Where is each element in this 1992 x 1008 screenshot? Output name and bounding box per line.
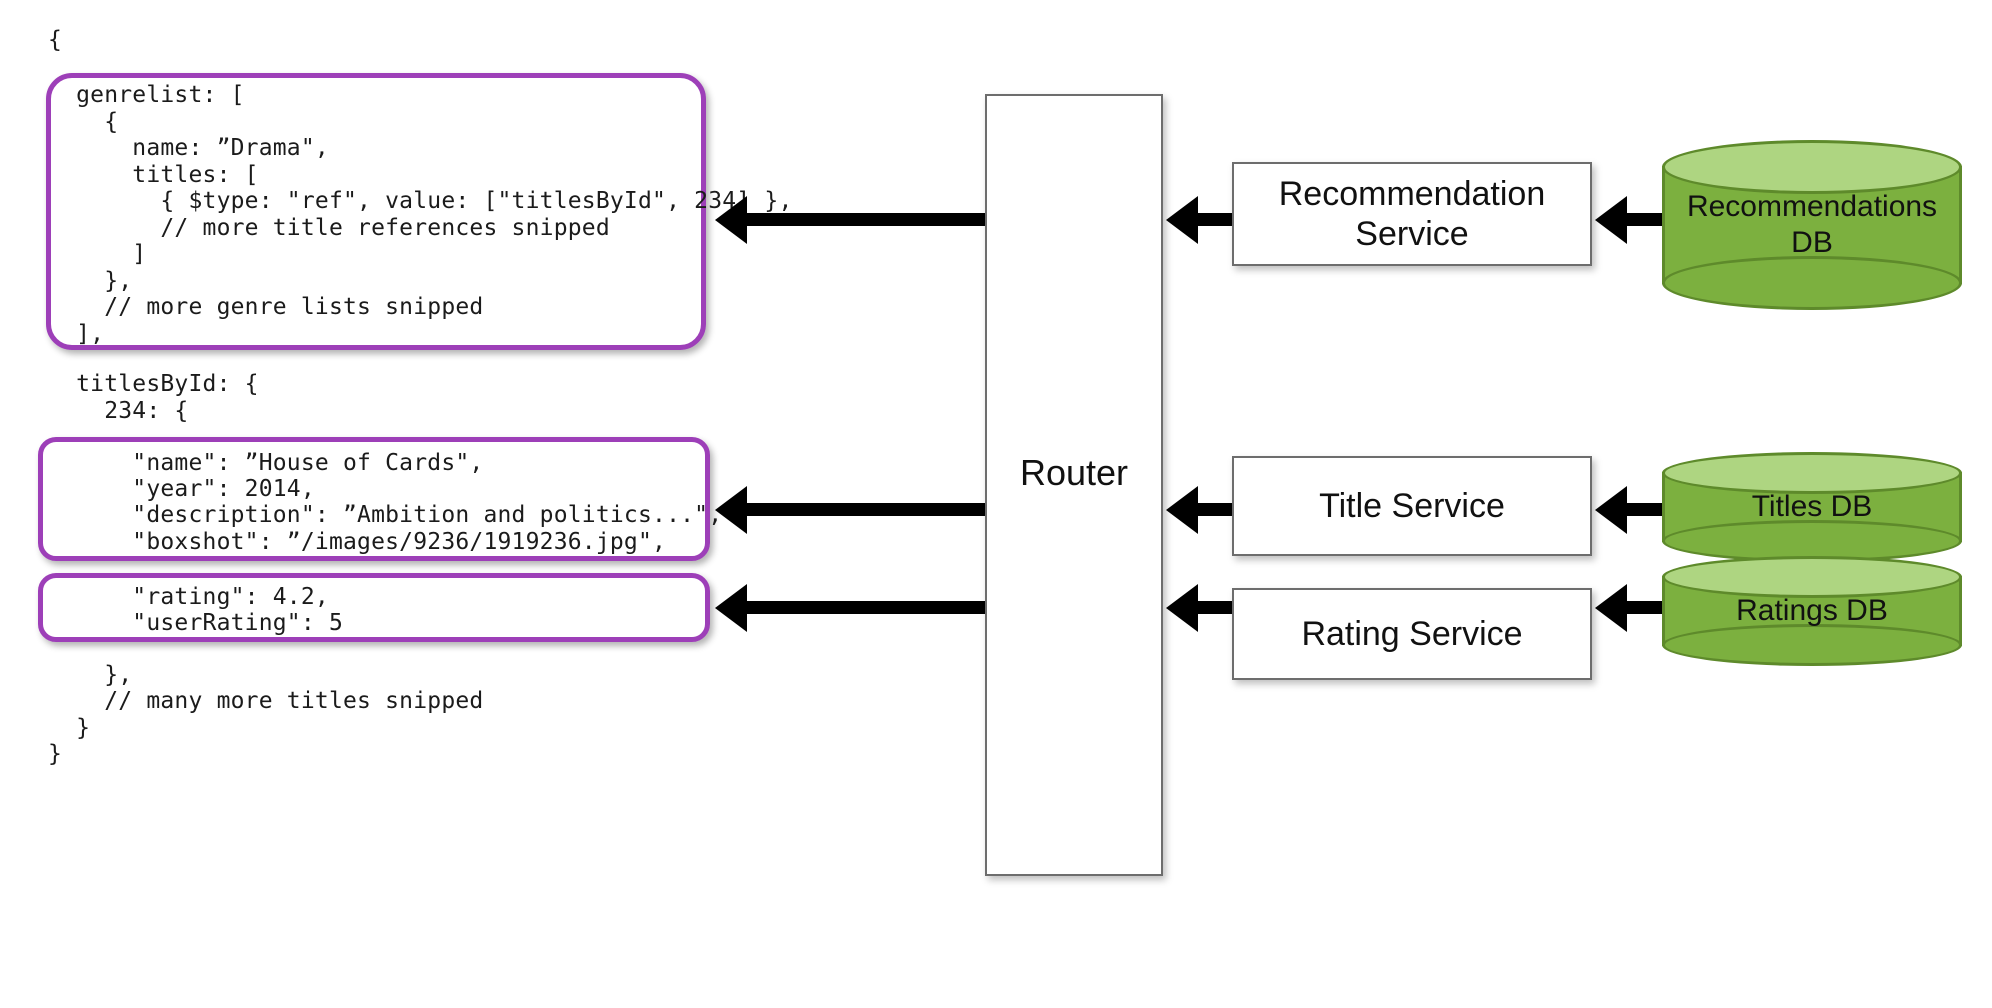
code-line-title-name: "name": ”House of Cards", (48, 450, 484, 476)
code-line-open-brace: { (48, 27, 63, 53)
title-service-label: Title Service (1319, 486, 1505, 525)
ratings-db-label: Ratings DB (1736, 594, 1888, 627)
title-service-box[interactable]: Title Service (1232, 456, 1592, 556)
rating-highlight-box (38, 573, 710, 642)
code-line-title-year: "year": 2014, (48, 476, 315, 502)
titles-db-cylinder[interactable]: Titles DB (1662, 452, 1962, 562)
cylinder-top (1662, 556, 1962, 598)
cylinder-bottom (1662, 520, 1962, 562)
router-box[interactable] (985, 94, 1163, 876)
code-line-title-234-open: 234: { (48, 398, 189, 424)
json-response-panel: { genrelist: [ { name: ”Drama", titles: … (0, 0, 960, 1008)
recommendation-service-label-line1: Recommendation (1278, 174, 1546, 213)
genrelist-highlight-box (46, 73, 706, 350)
cylinder-top (1662, 140, 1962, 194)
code-line-titles-open: titles: [ (48, 162, 259, 188)
recommendations-db-label-line1: Recommendations (1686, 190, 1938, 223)
code-line-titles-close: ] (48, 241, 147, 267)
code-line-title-ref: { $type: "ref", value: ["titlesById", 23… (48, 188, 793, 214)
cylinder-top (1662, 452, 1962, 494)
code-line-title-ref-comment: // more title references snipped (48, 215, 610, 241)
code-line-genre-obj-open: { (48, 109, 119, 135)
code-line-genre-obj-close: }, (48, 268, 133, 294)
rating-service-box[interactable]: Rating Service (1232, 588, 1592, 680)
code-line-genrelist-open: genrelist: [ (48, 82, 245, 108)
code-line-title-rating: "rating": 4.2, (48, 584, 329, 610)
code-line-title-boxshot: "boxshot": ”/images/9236/1919236.jpg", (48, 529, 667, 555)
code-line-titles-comment: // many more titles snipped (48, 688, 484, 714)
router-label: Router (1019, 452, 1129, 493)
recommendation-service-label: Recommendation Service (1279, 174, 1545, 254)
code-line-genre-comment: // more genre lists snipped (48, 294, 484, 320)
arrow-router-to-title-details (745, 503, 985, 516)
recommendation-service-label-line2: Service (1355, 215, 1469, 253)
code-line-title-234-close: }, (48, 662, 133, 688)
title-details-highlight-box (38, 437, 710, 561)
code-line-title-userrating: "userRating": 5 (48, 610, 343, 636)
code-line-close-brace: } (48, 741, 63, 767)
recommendations-db-label-line2: DB (1791, 226, 1833, 259)
cylinder-bottom (1662, 256, 1962, 310)
recommendation-service-box[interactable]: Recommendation Service (1232, 162, 1592, 266)
rating-service-label: Rating Service (1301, 614, 1523, 653)
code-line-title-description: "description": ”Ambition and politics...… (48, 502, 723, 528)
code-line-titlesbyid-open: titlesById: { (48, 371, 259, 397)
ratings-db-cylinder[interactable]: Ratings DB (1662, 556, 1962, 666)
code-line-titlesbyid-close: } (48, 715, 91, 741)
titles-db-label: Titles DB (1751, 490, 1873, 523)
arrow-router-to-rating (745, 601, 985, 614)
cylinder-bottom (1662, 624, 1962, 666)
recommendations-db-cylinder[interactable]: Recommendations DB (1662, 140, 1962, 310)
recommendations-db-label: Recommendations DB (1662, 189, 1962, 261)
arrow-router-to-genrelist (745, 213, 985, 226)
code-line-genre-name: name: ”Drama", (48, 135, 329, 161)
code-line-genrelist-close: ], (48, 321, 105, 347)
